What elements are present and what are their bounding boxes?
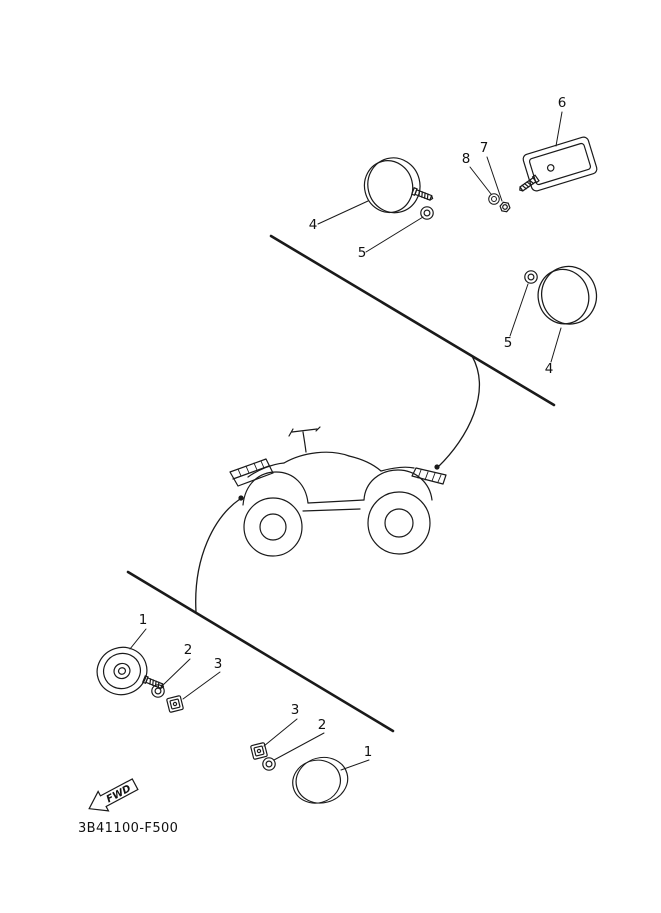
leader-line: [273, 732, 325, 761]
callout-label-1b: 1: [364, 744, 373, 760]
mount-dot-right: [434, 464, 440, 470]
callout-label-6: 6: [558, 95, 567, 111]
leader-line: [469, 166, 492, 195]
divider-line-top: [269, 234, 556, 407]
leader-line: [550, 327, 562, 363]
routing-curve-right: [437, 355, 480, 468]
part-washer-8: [488, 193, 500, 205]
fwd-arrow-shape: [88, 778, 139, 812]
leader-line: [182, 671, 221, 700]
callout-label-3: 3: [214, 656, 223, 672]
part-lens-bottom: [286, 751, 354, 811]
part-reflector-plate: [517, 136, 598, 194]
leader-line: [317, 200, 369, 225]
part-number: 3B41100-F500: [78, 821, 178, 836]
leader-lines: [129, 111, 563, 771]
screw-icon: [411, 187, 435, 203]
leader-line: [161, 658, 191, 687]
fwd-arrow: FWD: [88, 778, 139, 812]
divider-line-bottom: [126, 570, 395, 733]
leader-line: [340, 759, 370, 771]
part-nut-7: [498, 201, 512, 213]
leader-line: [509, 283, 529, 337]
part-washer-right: [524, 270, 538, 284]
callout-label-3b: 3: [291, 702, 300, 718]
callout-label-2b: 2: [318, 717, 327, 733]
callout-label-8: 8: [462, 151, 471, 167]
leader-line: [555, 111, 563, 147]
leader-line: [129, 628, 147, 650]
routing-curve-left: [195, 498, 241, 613]
callout-label-5b: 5: [504, 335, 513, 351]
leader-line: [263, 718, 298, 747]
callout-label-2: 2: [184, 642, 193, 658]
part-lens-right: [531, 259, 604, 332]
atv-illustration: [229, 426, 447, 557]
part-washer-middle: [262, 757, 276, 771]
part-horn-left: [96, 646, 166, 696]
callout-label-4: 4: [309, 217, 318, 233]
mount-dot-left: [238, 495, 244, 501]
diagram-artwork: FWD: [88, 111, 604, 812]
part-clip-left: [165, 694, 185, 714]
callout-label-1: 1: [139, 612, 148, 628]
leader-line: [365, 216, 424, 253]
callout-label-7: 7: [480, 140, 489, 156]
callout-labels: 4 5 8 7 6 5 4 1 2 3 3 2 1: [139, 95, 567, 760]
callout-label-5: 5: [358, 245, 367, 261]
leader-line: [486, 156, 503, 202]
callout-label-4b: 4: [545, 361, 554, 377]
